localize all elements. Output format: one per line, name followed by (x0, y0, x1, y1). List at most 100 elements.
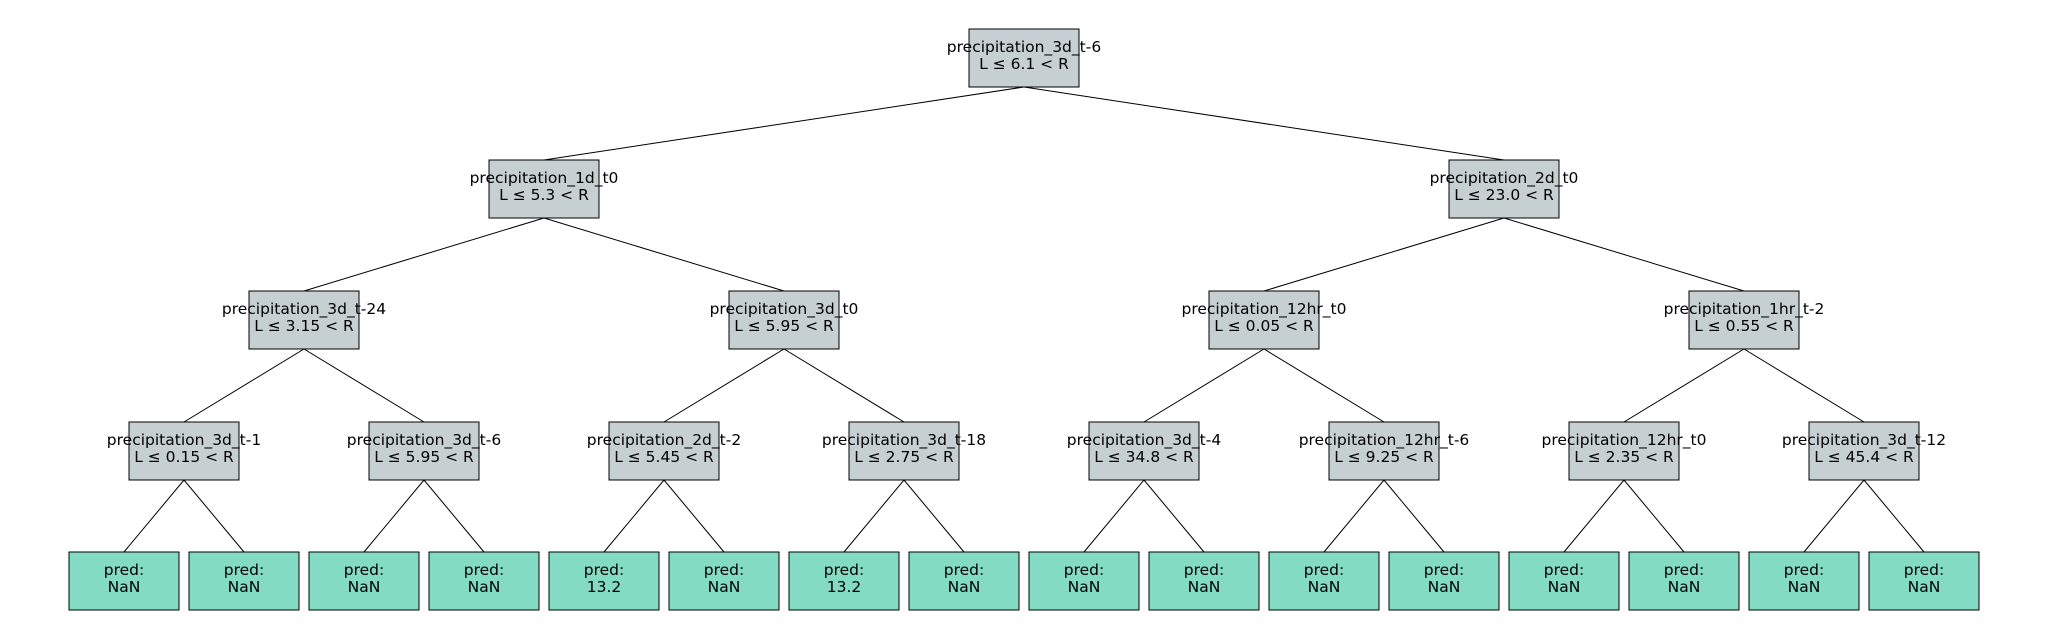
leaf-box (1508, 551, 1620, 611)
tree-edge (183, 479, 245, 553)
leaf-node: pred:NaN (1628, 551, 1740, 611)
leaf-pred-value: 13.2 (827, 578, 862, 596)
tree-edges (123, 86, 1925, 553)
split-rule: L ≤ 0.05 < R (1214, 317, 1314, 335)
leaf-pred-label: pred: (704, 561, 744, 579)
leaf-box (188, 551, 300, 611)
leaf-node: pred:NaN (428, 551, 540, 611)
tree-edge (663, 348, 785, 423)
split-feature: precipitation_12hr_t0 (1181, 300, 1346, 319)
split-rule: L ≤ 5.95 < R (734, 317, 834, 335)
split-box (728, 290, 840, 350)
leaf-pred-label: pred: (104, 561, 144, 579)
leaf-box (68, 551, 180, 611)
leaf-pred-label: pred: (1304, 561, 1344, 579)
split-rule: L ≤ 45.4 < R (1814, 448, 1914, 466)
leaf-box (1388, 551, 1500, 611)
split-node: precipitation_12hr_t0L ≤ 2.35 < R (1541, 421, 1707, 481)
split-node: precipitation_3d_t-6L ≤ 6.1 < R (947, 28, 1101, 88)
split-feature: precipitation_3d_t-18 (822, 431, 986, 450)
leaf-pred-label: pred: (1904, 561, 1944, 579)
split-feature: precipitation_3d_t-4 (1067, 431, 1221, 450)
tree-edge (1563, 479, 1625, 553)
split-node: precipitation_3d_t0L ≤ 5.95 < R (710, 290, 859, 350)
leaf-box (668, 551, 780, 611)
leaf-pred-label: pred: (1184, 561, 1224, 579)
tree-edge (1323, 479, 1385, 553)
split-box (488, 159, 600, 219)
tree-edge (1503, 217, 1745, 292)
tree-edge (1143, 479, 1205, 553)
leaf-pred-label: pred: (464, 561, 504, 579)
leaf-pred-value: NaN (228, 578, 261, 596)
leaf-pred-value: NaN (948, 578, 981, 596)
split-rule: L ≤ 5.3 < R (499, 186, 589, 204)
split-box (1448, 159, 1560, 219)
tree-edge (1263, 348, 1385, 423)
tree-edge (303, 348, 425, 423)
tree-edge (1863, 479, 1925, 553)
split-box (1208, 290, 1320, 350)
split-node: precipitation_3d_t-4L ≤ 34.8 < R (1067, 421, 1221, 481)
split-rule: L ≤ 2.75 < R (854, 448, 954, 466)
leaf-pred-label: pred: (944, 561, 984, 579)
tree-edge (183, 348, 305, 423)
tree-edge (123, 479, 185, 553)
tree-edge (1803, 479, 1865, 553)
tree-edge (903, 479, 965, 553)
split-box (1328, 421, 1440, 481)
split-node: precipitation_3d_t-1L ≤ 0.15 < R (107, 421, 261, 481)
tree-edge (843, 479, 905, 553)
tree-edge (423, 479, 485, 553)
tree-edge (1143, 348, 1265, 423)
leaf-pred-value: NaN (1548, 578, 1581, 596)
split-feature: precipitation_1d_t0 (470, 169, 619, 188)
leaf-node: pred:13.2 (548, 551, 660, 611)
tree-edge (1383, 479, 1445, 553)
split-feature: precipitation_3d_t-6 (947, 38, 1101, 57)
split-box (1568, 421, 1680, 481)
leaf-node: pred:NaN (1388, 551, 1500, 611)
leaf-pred-value: NaN (1908, 578, 1941, 596)
split-rule: L ≤ 23.0 < R (1454, 186, 1554, 204)
leaf-node: pred:NaN (1268, 551, 1380, 611)
split-node: precipitation_2d_t-2L ≤ 5.45 < R (587, 421, 741, 481)
split-box (968, 28, 1080, 88)
split-node: precipitation_3d_t-24L ≤ 3.15 < R (222, 290, 386, 350)
leaf-pred-value: NaN (468, 578, 501, 596)
leaf-box (1628, 551, 1740, 611)
split-node: precipitation_3d_t-12L ≤ 45.4 < R (1782, 421, 1946, 481)
leaf-node: pred:NaN (1028, 551, 1140, 611)
leaf-pred-value: NaN (348, 578, 381, 596)
split-box (128, 421, 240, 481)
split-rule: L ≤ 9.25 < R (1334, 448, 1434, 466)
split-feature: precipitation_3d_t0 (710, 300, 859, 319)
leaf-pred-value: NaN (1188, 578, 1221, 596)
split-node: precipitation_3d_t-18L ≤ 2.75 < R (822, 421, 986, 481)
leaf-pred-value: NaN (1668, 578, 1701, 596)
leaf-box (428, 551, 540, 611)
leaf-node: pred:NaN (1868, 551, 1980, 611)
split-box (1808, 421, 1920, 481)
leaf-pred-value: NaN (708, 578, 741, 596)
split-feature: precipitation_2d_t0 (1430, 169, 1579, 188)
leaf-pred-value: NaN (1068, 578, 1101, 596)
leaf-node: pred:NaN (1508, 551, 1620, 611)
split-rule: L ≤ 3.15 < R (254, 317, 354, 335)
leaf-node: pred:NaN (68, 551, 180, 611)
leaf-box (1028, 551, 1140, 611)
leaf-pred-value: 13.2 (587, 578, 622, 596)
split-box (608, 421, 720, 481)
split-rule: L ≤ 5.45 < R (614, 448, 714, 466)
leaf-pred-value: NaN (108, 578, 141, 596)
split-rule: L ≤ 2.35 < R (1574, 448, 1674, 466)
leaf-pred-label: pred: (1064, 561, 1104, 579)
split-rule: L ≤ 0.15 < R (134, 448, 234, 466)
tree-edge (783, 348, 905, 423)
tree-edge (1623, 479, 1685, 553)
tree-edge (1083, 479, 1145, 553)
split-node: precipitation_3d_t-6L ≤ 5.95 < R (347, 421, 501, 481)
leaf-pred-label: pred: (1544, 561, 1584, 579)
